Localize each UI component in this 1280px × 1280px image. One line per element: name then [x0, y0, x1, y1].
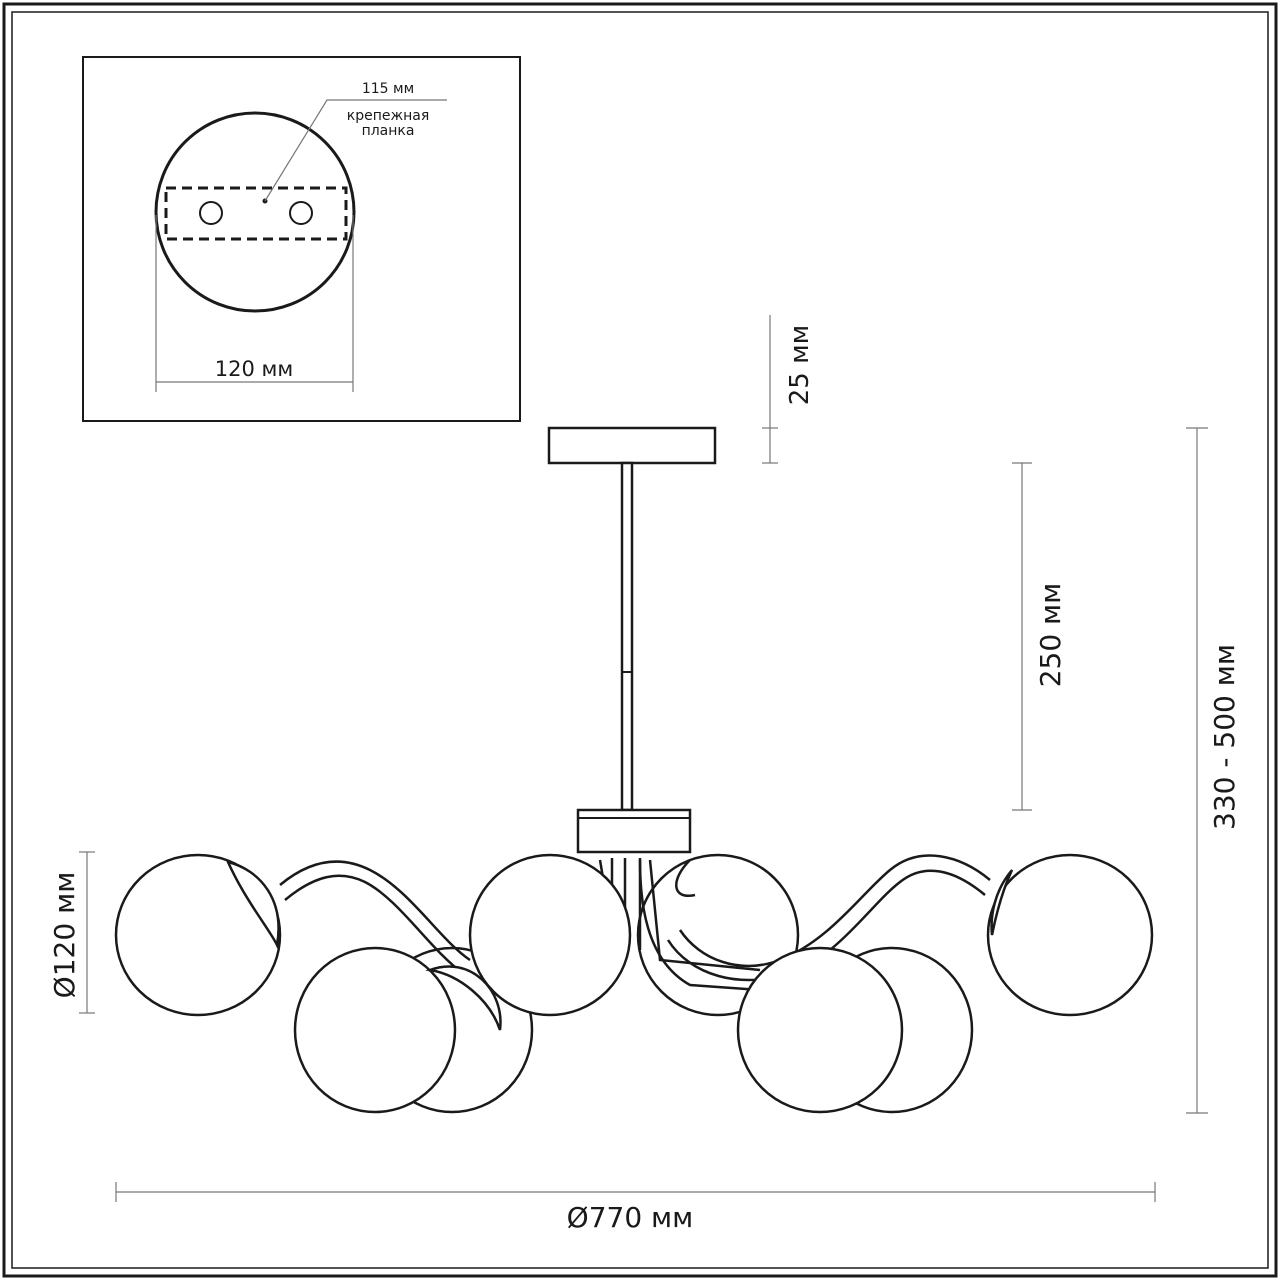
globe-holder [225, 860, 280, 950]
screw-hole-left [199, 201, 223, 225]
globe [736, 946, 904, 1114]
total-diameter-label: Ø770 мм [567, 1201, 694, 1234]
screw-hole-right [289, 201, 313, 225]
ceiling-canopy [547, 426, 717, 465]
bracket-length-label: 115 мм [362, 81, 414, 97]
bracket-label-line1: крепежная [347, 108, 430, 124]
mounting-bracket [164, 186, 348, 241]
arms [279, 854, 991, 992]
globe [468, 853, 632, 1017]
globe [114, 853, 282, 1017]
globe-diameter-label: Ø120 мм [48, 872, 81, 999]
globe-holder [425, 965, 502, 1031]
lower-hub [576, 808, 692, 854]
dimension-lines [79, 315, 1208, 1202]
canopy-circle [154, 111, 356, 313]
total-height-label: 330 - 500 мм [1208, 644, 1241, 830]
globe [293, 946, 457, 1114]
rod-length-label: 250 мм [1034, 583, 1067, 688]
globe-holder [990, 869, 1014, 936]
fixture-body [547, 426, 717, 812]
canopy-height-label: 25 мм [785, 325, 815, 406]
globes-front [114, 853, 1154, 1114]
inner-frame [11, 11, 1269, 1269]
canopy-inset: 115 мм крепежная планка 120 мм [82, 56, 521, 422]
rod [620, 461, 634, 812]
globe [986, 853, 1154, 1017]
canopy-diameter-label: 120 мм [215, 357, 293, 381]
bracket-leader-line [264, 99, 447, 202]
bracket-label-line2: планка [362, 123, 415, 139]
